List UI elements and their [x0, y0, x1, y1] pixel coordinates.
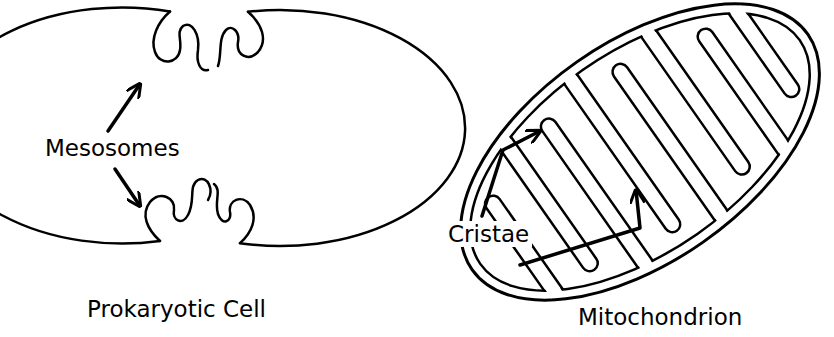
cell-membrane — [0, 7, 170, 243]
mesosome-fold — [218, 12, 263, 66]
mesosome-fold — [214, 184, 254, 243]
crista — [498, 137, 601, 275]
crista-opening — [730, 5, 751, 27]
cristae — [453, 0, 834, 324]
mitochondrion — [409, 0, 834, 337]
mesosome-fold — [145, 179, 210, 241]
caption-label: Mitochondrion — [578, 304, 742, 330]
crista — [695, 26, 792, 155]
crista — [641, 27, 753, 177]
caption-label: Prokaryotic Cell — [87, 296, 266, 322]
crista-opening — [542, 277, 563, 299]
outer-membrane — [409, 0, 834, 337]
crista-opening — [633, 251, 654, 273]
crista — [729, 4, 803, 100]
crista-opening — [709, 202, 730, 224]
part-label: Mesosomes — [45, 135, 180, 161]
crista-opening — [562, 71, 583, 93]
crista — [609, 61, 728, 221]
crista-opening — [771, 134, 792, 156]
inner-membrane — [423, 0, 834, 337]
crista-openings — [451, 0, 834, 327]
cell-membrane — [240, 10, 465, 246]
crista-opening — [640, 25, 661, 47]
leader-arrow — [482, 131, 540, 216]
leader-arrow — [520, 190, 640, 265]
mesosome-fold — [153, 12, 208, 71]
part-label: Cristae — [445, 221, 532, 247]
crista — [564, 74, 684, 235]
leader-arrow — [108, 84, 140, 131]
leader-arrow — [115, 169, 140, 206]
prokaryotic-cell — [0, 7, 465, 246]
